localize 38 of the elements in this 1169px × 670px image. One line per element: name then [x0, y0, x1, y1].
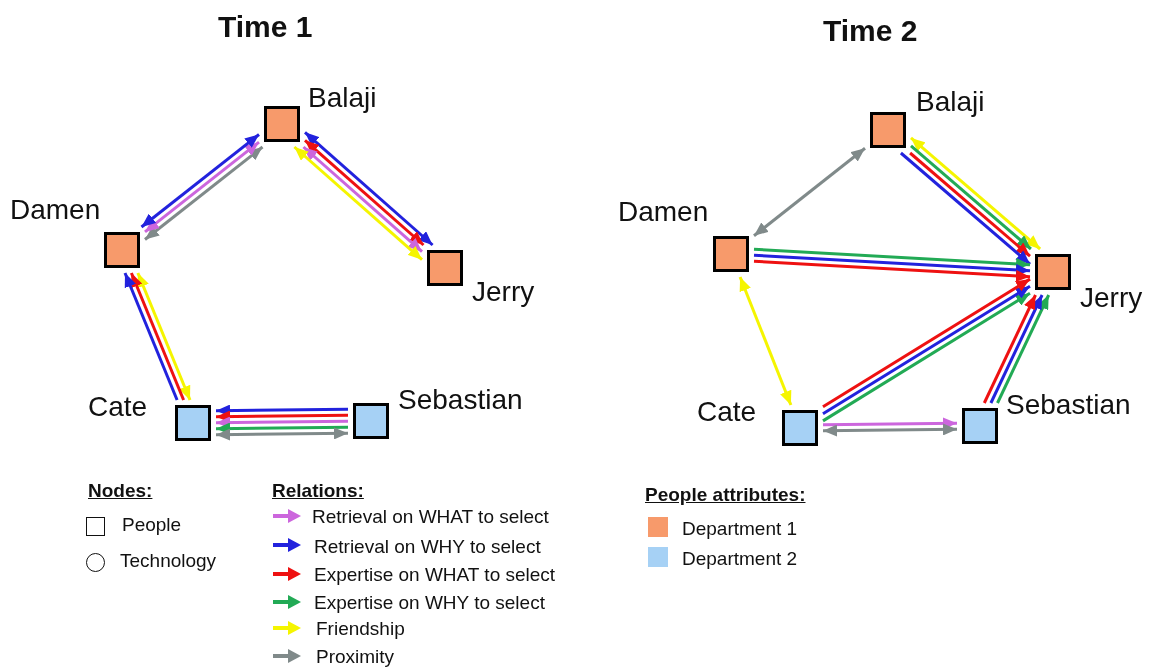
legend-text: Expertise on WHY to select — [314, 593, 545, 612]
person-name: Jerry — [1080, 284, 1143, 312]
arrow — [753, 247, 1031, 270]
person-name: Damen — [10, 196, 101, 224]
arrow — [130, 272, 185, 401]
legend-text: Expertise on WHAT to select — [314, 565, 556, 584]
legend-heading: People attributes: — [645, 484, 806, 506]
arrow — [123, 272, 179, 401]
person-name: Jerry — [472, 278, 535, 306]
person-name: Cate — [88, 393, 148, 421]
person-name: Damen — [618, 198, 709, 226]
double-arrow — [136, 272, 192, 401]
double-arrow — [823, 423, 957, 437]
person-name: Sebastian — [398, 386, 523, 414]
panel-title: Time 1 — [218, 10, 313, 44]
person-name: Cate — [697, 398, 757, 426]
arrow — [753, 259, 1031, 282]
double-arrow — [216, 427, 348, 441]
legend-text: Retrieval on WHY to select — [314, 537, 541, 556]
legend-text: Department 2 — [682, 549, 798, 568]
legend-heading: Nodes: — [88, 480, 153, 502]
legend-text: Department 1 — [682, 519, 798, 538]
double-arrow — [738, 276, 793, 406]
arrow — [753, 253, 1031, 276]
person-name: Balaji — [308, 84, 377, 112]
legend-text: Technology — [120, 551, 217, 570]
legend-heading: Relations: — [272, 480, 364, 502]
legend-text: People — [122, 515, 182, 534]
arrow — [989, 294, 1044, 404]
double-arrow — [753, 147, 866, 237]
legend-text: Retrieval on WHAT to select — [312, 507, 549, 526]
panel-title: Time 2 — [823, 14, 918, 48]
person-name: Sebastian — [1006, 391, 1131, 419]
arrow — [982, 294, 1037, 404]
person-name: Balaji — [916, 88, 985, 116]
legend-text: Friendship — [316, 619, 405, 638]
legend-text: Proximity — [316, 647, 395, 666]
arrow — [996, 294, 1051, 404]
